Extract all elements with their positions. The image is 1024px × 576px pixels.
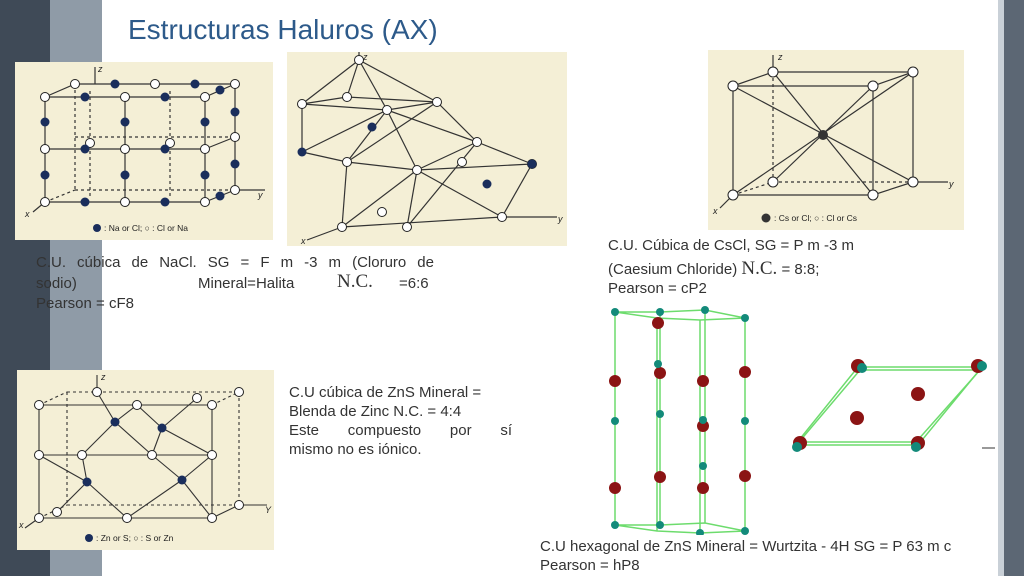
nacl-caption-line1: C.U. cúbica de NaCl. SG = F m -3 m (Clor… [36,254,434,271]
cscl-caption-line3: Pearson = cP2 [608,280,707,297]
cscl-axis-z: z [777,52,783,62]
cscl-caption: C.U. Cúbica de CsCl, SG = P m -3 m (Caes… [608,236,928,298]
zns-axis-z: z [100,372,106,382]
nacl-caption-line2: sodio) Mineral=Halita N.C. =6:6 [36,271,429,292]
nacl-figure: z y x : Na or Cl; ○ : Cl or Na [15,62,273,240]
zns-figure: z Y x : Zn or S; ○ : S or Zn [17,370,274,550]
cscl-legend: : Cs or Cl; ○ : Cl or Cs [774,213,857,223]
octa-axis-y: y [557,214,563,224]
nacl-axis-z: z [97,64,103,74]
nacl-axis-x: x [24,209,30,219]
zns-legend: : Zn or S; ○ : S or Zn [96,533,174,543]
nacl-caption: C.U. cúbica de NaCl. SG = F m -3 m (Clor… [36,253,434,313]
right-dark-band [1004,0,1024,576]
nacl-axis-y: y [257,190,263,200]
octahedral-figure: z y x [287,52,567,246]
slide-title: Estructuras Haluros (AX) [128,14,438,45]
octa-axis-z: z [362,52,368,62]
wurtzite-prism-figure [600,300,770,535]
octa-axis-x: x [300,236,306,246]
zns-caption-line3: Este compuesto por sí [289,422,512,439]
zns-axis-y: Y [265,505,272,515]
zns-caption: C.U cúbica de ZnS Mineral = Blenda de Zi… [289,383,512,459]
zns-caption-line1: C.U cúbica de ZnS Mineral = [289,384,482,401]
cscl-figure: z y x : Cs or Cl; ○ : Cl or Cs [708,50,964,230]
zns-caption-line2: Blenda de Zinc N.C. = 4:4 [289,403,462,420]
cscl-axis-x: x [712,206,718,216]
right-light-band [998,0,1004,576]
wurtzite-caption: C.U hexagonal de ZnS Mineral = Wurtzita … [540,537,1000,575]
zns-axis-x: x [18,520,24,530]
wurtzite-basal-figure [785,352,998,462]
zns-caption-line4: mismo no es iónico. [289,441,422,458]
cscl-caption-line2: (Caesium Chloride) N.C. = 8:8; [608,258,820,279]
wurtzite-caption-line2: Pearson = hP8 [540,557,640,574]
cscl-caption-line1: C.U. Cúbica de CsCl, SG = P m -3 m [608,237,855,254]
cscl-axis-y: y [948,179,954,189]
nacl-legend: : Na or Cl; ○ : Cl or Na [104,223,188,233]
wurtzite-caption-line1: C.U hexagonal de ZnS Mineral = Wurtzita … [540,538,952,555]
nacl-caption-line3: Pearson = cF8 [36,295,134,312]
